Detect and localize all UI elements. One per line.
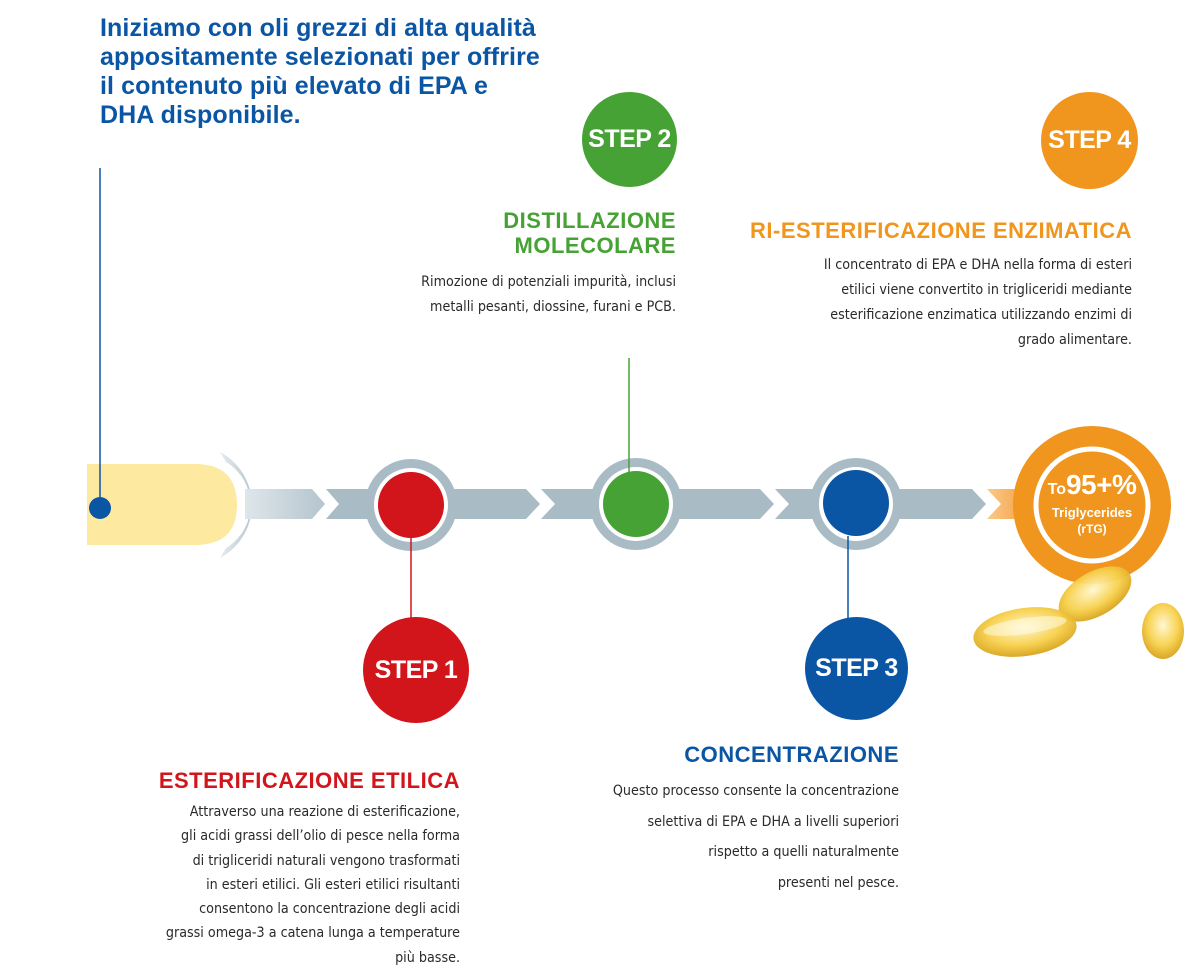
step-1-description: Attraverso una reazione di esterificazio… [165,804,460,966]
capsules-image [973,566,1184,659]
result-label: To95+% Triglycerides (rTG) [1030,470,1154,537]
node-step-2 [590,458,682,550]
node-step-3 [810,458,902,550]
step-2-badge: STEP 2 [582,92,677,187]
step-4-title: RI-ESTERIFICAZIONE ENZIMATICA [750,218,1132,243]
step-4-badge-label: STEP 4 [1048,126,1131,154]
start-bar [87,464,237,545]
step-1-badge-label: STEP 1 [374,655,458,684]
step-3-title: CONCENTRAZIONE [684,742,899,767]
result-rtg: (rTG) [1077,522,1107,536]
step-2-description: Rimozione di potenziali impurità, inclus… [421,274,676,315]
result-prefix: To [1047,481,1066,498]
step-2-title-line-2: MOLECOLARE [514,233,676,258]
step-2-title: DISTILLAZIONE MOLECOLARE [503,208,676,258]
node-step-1 [365,459,457,551]
result-circle [1013,426,1171,584]
intro-connector-dot [89,497,111,519]
step-4-description: Il concentrato di EPA e DHA nella forma … [823,257,1132,348]
step-4-badge: STEP 4 [1041,92,1138,189]
step-3-badge-label: STEP 3 [815,654,898,682]
intro-text: Iniziamo con oli grezzi di alta qualità … [100,14,540,129]
result-triglycerides: Triglycerides [1051,505,1133,520]
track-segment-0 [245,489,325,519]
result-value: 95+% [1065,469,1137,500]
step-3-badge: STEP 3 [805,617,908,720]
step-2-title-line-1: DISTILLAZIONE [503,208,676,233]
step-1-title: ESTERIFICAZIONE ETILICA [158,768,460,793]
start-bracket-arc [220,452,252,558]
step-1-badge: STEP 1 [363,617,469,723]
step-3-description: Questo processo consente la concentrazio… [612,783,899,891]
step-2-badge-label: STEP 2 [588,125,671,153]
